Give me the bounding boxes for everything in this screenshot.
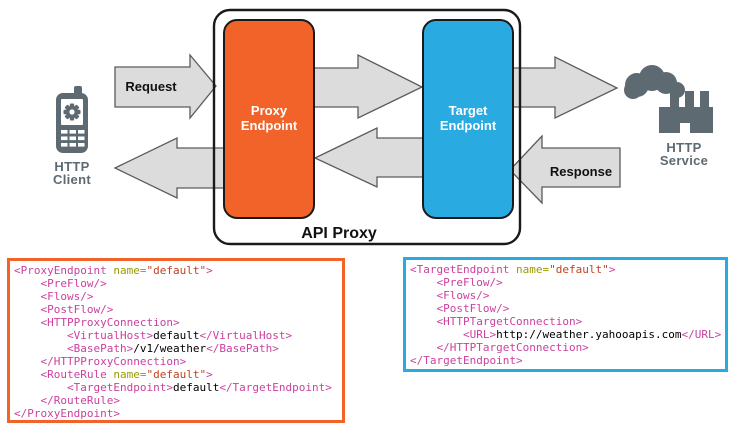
smoke-cloud-icon <box>624 65 685 99</box>
code-line: <URL>http://weather.yahooapis.com</URL> <box>410 328 722 341</box>
request-arrow <box>114 53 217 120</box>
phone-keypad <box>61 130 85 147</box>
response-label: Response <box>550 164 612 179</box>
gear-icon <box>63 103 81 121</box>
response-arrow <box>509 134 621 205</box>
factory-chimney <box>685 91 694 109</box>
code-line: </ProxyEndpoint> <box>14 407 120 420</box>
factory-chimney <box>700 91 709 109</box>
factory-door <box>680 123 690 133</box>
code-line: <Flows/> <box>14 290 94 303</box>
code-line: </HTTPProxyConnection> <box>14 355 187 368</box>
target-endpoint-config-code: <TargetEndpoint name="default"> <PreFlow… <box>403 257 728 372</box>
code-line: <ProxyEndpoint name="default"> <box>14 264 213 277</box>
code-line: </RouteRule> <box>14 394 120 407</box>
api-proxy-label: API Proxy <box>301 225 377 242</box>
proxy-to-target-arrow <box>309 53 424 120</box>
api-proxy-diagram: Proxy Endpoint Target Endpoint Request R… <box>53 8 713 246</box>
proxy-endpoint-label-line1: Proxy <box>251 103 288 118</box>
api-proxy-container-border <box>212 8 522 246</box>
code-line: <RouteRule name="default"> <box>14 368 213 381</box>
proxy-endpoint-label-line2: Endpoint <box>241 118 298 133</box>
code-line: <HTTPProxyConnection> <box>14 316 180 329</box>
http-client-label-line1: HTTP <box>54 159 89 174</box>
code-line: <TargetEndpoint name="default"> <box>410 263 616 276</box>
target-endpoint-label-line1: Target <box>449 103 488 118</box>
request-label: Request <box>125 79 177 94</box>
target-endpoint-box <box>422 19 514 219</box>
code-line: </TargetEndpoint> <box>410 354 523 367</box>
factory-icon <box>624 65 713 133</box>
code-line: <Flows/> <box>410 289 490 302</box>
proxy-endpoint-config-code: <ProxyEndpoint name="default"> <PreFlow/… <box>7 258 345 423</box>
code-line: </HTTPTargetConnection> <box>410 341 589 354</box>
target-endpoint-label-line2: Endpoint <box>440 118 497 133</box>
http-client-label-line2: Client <box>53 172 91 187</box>
target-to-service-arrow <box>507 55 619 120</box>
code-line: <PreFlow/> <box>410 276 503 289</box>
code-line: <BasePath>/v1/weather</BasePath> <box>14 342 279 355</box>
factory-chimney <box>670 91 679 109</box>
http-service-label-line1: HTTP <box>666 140 701 155</box>
code-line: <PreFlow/> <box>14 277 107 290</box>
code-line: <PostFlow/> <box>14 303 114 316</box>
response-to-client-arrow <box>113 136 225 200</box>
code-line: <HTTPTargetConnection> <box>410 315 583 328</box>
mobile-phone-icon <box>56 86 88 153</box>
proxy-endpoint-box <box>223 19 315 219</box>
http-service-label-line2: Service <box>660 153 708 168</box>
code-line: <PostFlow/> <box>410 302 510 315</box>
code-line: <TargetEndpoint>default</TargetEndpoint> <box>14 381 332 394</box>
code-line: <VirtualHost>default</VirtualHost> <box>14 329 293 342</box>
